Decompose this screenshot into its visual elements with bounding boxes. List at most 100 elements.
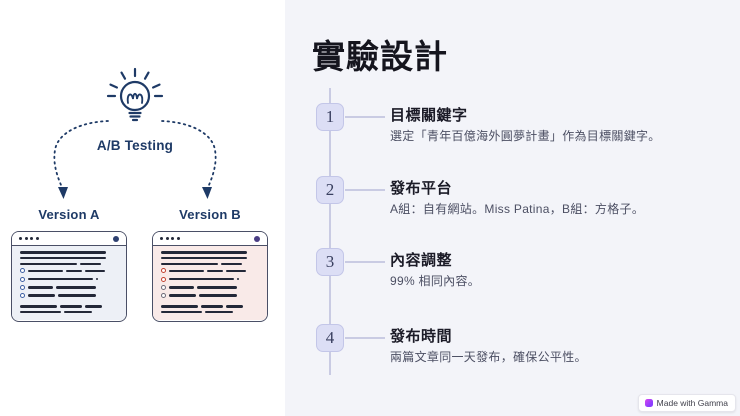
text-line-segment [220,262,243,266]
bulleted-text-line [20,276,118,282]
text-line-segment [161,251,248,254]
text-line [20,310,118,314]
bulleted-text-line [20,292,118,298]
period-dot [236,277,240,281]
bullet-icon [161,284,166,290]
bulleted-text-line [161,292,259,298]
window-menu-dots-icon [19,237,39,240]
text-line [161,251,259,254]
illustration-panel: A/B Testing Version A Version B [0,0,285,416]
text-line [161,305,259,308]
timeline-item-description: A組：自有網站。Miss Patina，B組：方格子。 [390,202,645,216]
content-gap [20,301,118,303]
bulleted-text-line [161,276,259,282]
bullet-icon [161,276,166,282]
page-title: 實驗設計 [312,38,448,75]
text-line-segment [20,262,77,266]
timeline-item-title: 發布平台 [390,180,453,197]
gamma-badge-label: Made with Gamma [656,398,728,408]
bulleted-text-line [20,268,118,274]
bullet-icon [20,292,25,298]
text-line-segment [56,285,96,289]
text-line-segment [28,294,56,297]
timeline-item-description: 99% 相同內容。 [390,274,481,288]
timeline-connector [345,116,385,118]
timeline-line [329,88,331,375]
text-line-segment [207,269,223,273]
text-line-segment [20,310,62,314]
timeline-number-4: 4 [316,324,344,352]
arrow-down-right-icon [202,187,212,199]
text-line [20,256,118,260]
window-menu-dots-icon [160,237,180,240]
version-a-label: Version A [38,207,100,222]
text-line-segment [199,294,237,297]
timeline-number-1: 1 [316,103,344,131]
bullet-icon [20,268,25,274]
bullet-icon [20,276,25,282]
arrow-down-left-icon [58,187,68,199]
window-profile-dot-icon [254,235,260,242]
text-line [20,262,118,266]
text-line-segment [161,256,248,260]
text-line-segment [205,310,233,314]
text-line-segment [161,305,199,308]
window-titlebar [12,232,126,246]
text-line-segment [161,310,203,314]
lightbulb-icon [106,67,164,122]
content-gap [161,301,259,303]
text-line [161,256,259,260]
timeline-item-title: 發布時間 [390,328,453,345]
window-profile-dot-icon [113,235,119,242]
timeline-item-description: 選定「青年百億海外圓夢計畫」作為目標關鍵字。 [390,129,661,143]
text-line-segment [169,285,195,289]
text-line-segment [201,305,223,308]
text-line-segment [225,305,244,308]
text-line-segment [28,277,93,281]
window-content-mock [153,246,267,320]
bulleted-text-line [20,284,118,290]
window-titlebar [153,232,267,246]
timeline-number-2: 2 [316,176,344,204]
browser-window-version-b [152,231,268,322]
timeline-item-title: 目標關鍵字 [390,107,468,124]
bullet-icon [161,268,166,274]
timeline-connector [345,337,385,339]
browser-window-version-a [11,231,127,322]
timeline-item-description: 兩篇文章同一天發布，確保公平性。 [390,350,587,364]
text-line-segment [169,277,234,281]
text-line-segment [20,251,107,254]
ab-split-arrows [53,120,217,186]
text-line-segment [161,262,218,266]
text-line [20,251,118,254]
made-with-gamma-badge[interactable]: Made with Gamma [637,394,736,412]
text-line-segment [84,305,103,308]
period-dot [95,277,99,281]
text-line-segment [28,269,64,273]
timeline-number-3: 3 [316,248,344,276]
text-line-segment [28,285,54,289]
version-b-label: Version B [179,207,241,222]
text-line-segment [169,269,205,273]
text-line-segment [84,269,105,273]
text-line-segment [20,305,58,308]
text-line [20,305,118,308]
bulleted-text-line [161,284,259,290]
bullet-icon [161,292,166,298]
timeline-connector [345,261,385,263]
text-line-segment [197,285,237,289]
text-line [161,310,259,314]
text-line-segment [66,269,82,273]
lightbulb-ab-diagram [53,67,217,199]
text-line-segment [20,256,107,260]
text-line-segment [169,294,197,297]
ab-testing-label: A/B Testing [96,138,174,153]
text-line [161,262,259,266]
gamma-logo-icon [644,399,653,407]
text-line-segment [58,294,96,297]
text-line-segment [64,310,92,314]
text-line-segment [60,305,82,308]
bullet-icon [20,284,25,290]
timeline-item-title: 內容調整 [390,252,453,269]
